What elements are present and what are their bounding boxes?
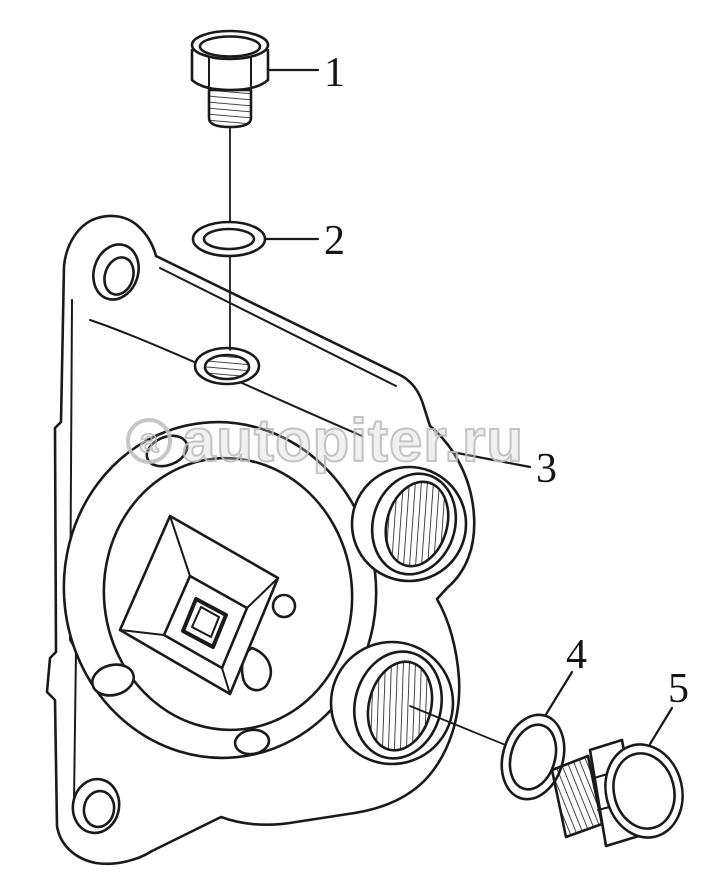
hex-plug-top [190,29,270,129]
callout-3: 3 [536,446,557,492]
leader-4 [543,670,574,718]
hex-plug-bottom [550,738,684,848]
callout-2: 2 [324,218,345,264]
leader-3 [450,450,532,469]
leader-5 [648,706,674,746]
callout-5: 5 [668,666,689,712]
leader-lines [264,68,674,746]
o-ring-top [191,220,267,258]
callout-1: 1 [324,50,345,96]
callout-4: 4 [566,632,587,678]
housing-body [45,214,476,866]
callout-labels: 1 2 3 4 5 [324,50,689,712]
